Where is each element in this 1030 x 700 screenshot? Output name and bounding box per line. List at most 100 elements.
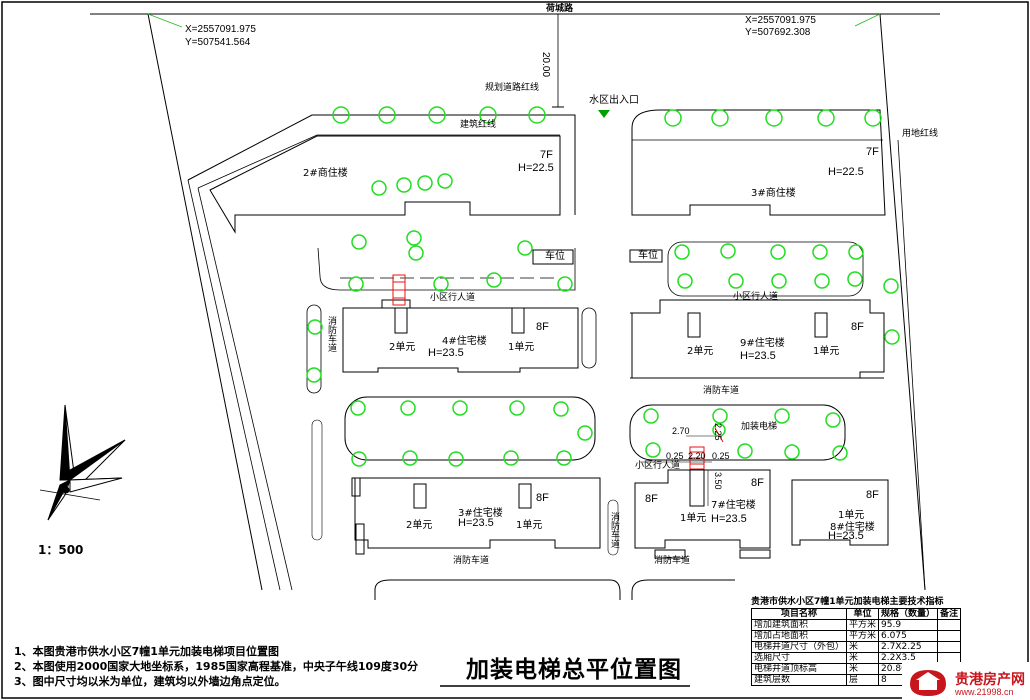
- building-4-outline: [342, 307, 579, 373]
- elevator-label: 加装电梯: [741, 422, 778, 432]
- building-3-unit-left: 2单元: [406, 520, 433, 531]
- building-4-height: H=23.5: [428, 347, 464, 359]
- road-width-dimension: 20.00: [540, 52, 551, 78]
- spec-header: 单位: [846, 608, 880, 620]
- building-7-floors-left: 8F: [645, 493, 658, 505]
- building-2-name: 2#商住楼: [303, 168, 348, 179]
- building-9-floors: 8F: [851, 321, 864, 333]
- building-4-unit-right: 1单元: [508, 342, 535, 353]
- brand-logo: [902, 662, 1030, 700]
- spec-cell: [937, 641, 962, 653]
- spec-cell: 米: [846, 663, 880, 675]
- building-3-height: H=23.5: [458, 517, 494, 529]
- spec-cell: 平方米: [846, 619, 880, 631]
- dim-0-25-left: 0.25: [666, 451, 684, 461]
- spec-header: 项目名称: [750, 608, 848, 620]
- building-8-name: 8#住宅楼: [830, 522, 875, 533]
- brand-name: 贵港房产网: [955, 672, 1025, 688]
- coordinate-left-x: X=2557091.975: [185, 24, 256, 35]
- spec-cell: 层: [846, 674, 880, 686]
- tree-canopies: [306, 106, 900, 467]
- fire-lane-label-2: 消防车道: [703, 386, 740, 396]
- spec-cell: 建筑层数: [750, 674, 848, 686]
- elevator-shaft-marker: [689, 427, 724, 470]
- table-row: 增加占地面积 平方米 6.075: [750, 630, 962, 642]
- spec-cell: 增加建筑面积: [750, 619, 848, 631]
- spec-cell: [937, 630, 962, 642]
- dim-0-25-right: 0.25: [712, 451, 730, 461]
- building-3-commercial-name: 3#商住楼: [751, 188, 796, 199]
- spec-cell: 增加占地面积: [750, 630, 848, 642]
- coordinate-left-y: Y=507541.564: [185, 37, 251, 48]
- coordinate-right-y: Y=507692.308: [745, 27, 811, 38]
- road-name-label: 荷城路: [546, 4, 574, 14]
- entrance-marker: [598, 110, 610, 118]
- building-3-name: 3#住宅楼: [458, 508, 503, 519]
- spec-cell: [937, 619, 962, 631]
- dim-2-25: 2.25: [713, 423, 723, 441]
- building-8-unit: 1单元: [838, 510, 865, 521]
- walkway-label-2: 小区行人道: [733, 292, 779, 302]
- building-7-height: H=23.5: [711, 513, 747, 525]
- dim-2-20: 2.20: [688, 451, 706, 461]
- land-red-line-label: 用地红线: [902, 129, 939, 139]
- spec-cell: 米: [846, 652, 880, 664]
- fire-lane-label-5: 消防车道: [654, 556, 691, 566]
- building-3-floors: 8F: [536, 492, 549, 504]
- spec-cell: 选厢尺寸: [750, 652, 848, 664]
- spec-cell: 电梯井道顶标高: [750, 663, 848, 675]
- building-4-name: 4#住宅楼: [442, 336, 487, 347]
- building-4-floors: 8F: [536, 321, 549, 333]
- table-row: 电梯井道尺寸（外包） 米 2.7X2.25: [750, 641, 962, 653]
- site-boundary-line: [147, 13, 263, 591]
- coordinate-right-x: X=2557091.975: [745, 15, 816, 26]
- title-frame: [440, 685, 690, 687]
- fire-lane-label-1: 消防车道: [326, 316, 336, 352]
- building-8-floors: 8F: [866, 489, 879, 501]
- spec-cell: 电梯井道尺寸（外包）: [750, 641, 848, 653]
- building-7-name: 7#住宅楼: [711, 500, 756, 511]
- building-8-height: H=23.5: [828, 530, 864, 542]
- entrance-label: 水区出入口: [589, 95, 639, 106]
- fire-lane-label-4: 消防车道: [453, 556, 490, 566]
- spec-cell: 95.9: [878, 619, 939, 631]
- spec-header: 规格（数量）: [878, 608, 939, 620]
- drawing-notes: 1、本图贵港市供水小区7幢1单元加装电梯项目位置图 2、本图使用2000国家大地…: [14, 644, 418, 689]
- north-arrow: [39, 404, 126, 521]
- building-red-line-label: 建筑红线: [460, 120, 497, 130]
- spec-table-caption: 贵港市供水小区7幢1单元加装电梯主要技术指标: [751, 597, 944, 607]
- dim-2-70: 2.70: [672, 426, 690, 436]
- note-line: 3、图中尺寸均以米为单位，建筑均以外墙边角点定位。: [14, 675, 286, 688]
- building-9-name: 9#住宅楼: [740, 338, 785, 349]
- left-l-wall: [187, 114, 576, 215]
- building-3-unit-right: 1单元: [516, 520, 543, 531]
- spec-cell: 平方米: [846, 630, 880, 642]
- table-row: 选厢尺寸 米 2.2X3.5: [750, 652, 962, 664]
- brand-url[interactable]: www.21998.cn: [955, 687, 1014, 697]
- dim-3-50: 3.50: [713, 472, 723, 490]
- scale-label: 1：500: [38, 543, 84, 557]
- building-2-outline: [209, 135, 561, 234]
- spec-cell: 2.7X2.25: [878, 641, 939, 653]
- note-line: 1、本图贵港市供水小区7幢1单元加装电梯项目位置图: [14, 645, 279, 658]
- spec-cell: 6.075: [878, 630, 939, 642]
- note-line: 2、本图使用2000国家大地坐标系，1985国家高程基准，中央子午线109度30…: [14, 660, 419, 673]
- walkway-label-3: 小区行人道: [635, 461, 681, 471]
- building-2-height: H=22.5: [518, 162, 554, 174]
- drawing-title: 加装电梯总平位置图: [466, 657, 682, 683]
- building-9-unit-left: 2单元: [687, 346, 714, 357]
- building-9-height: H=23.5: [740, 350, 776, 362]
- parking-label-right: 车位: [638, 250, 658, 261]
- spec-header: 备注: [937, 608, 962, 620]
- building-4-unit-left: 2单元: [389, 342, 416, 353]
- building-3-commercial-height: H=22.5: [828, 166, 864, 178]
- building-7-unit: 1单元: [680, 513, 707, 524]
- parking-label-left: 车位: [545, 251, 565, 262]
- walkway-label-1: 小区行人道: [430, 293, 476, 303]
- spec-cell: 米: [846, 641, 880, 653]
- table-row: 增加建筑面积 平方米 95.9: [750, 619, 962, 631]
- building-7-floors: 8F: [751, 477, 764, 489]
- road-red-line-label: 规划道路红线: [485, 83, 540, 93]
- fire-lane-label-3: 消防车道: [609, 512, 619, 548]
